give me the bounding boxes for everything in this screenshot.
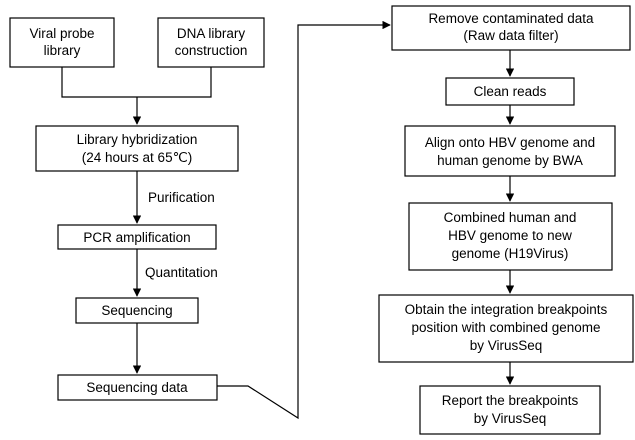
node-combined-line-2: HBV genome to new <box>448 228 572 243</box>
svg-text:Obtain the integration breakpo: Obtain the integration breakpoints positi… <box>405 302 608 353</box>
node-remove-contaminated-data: Remove contaminated data (Raw data filter… <box>391 5 631 51</box>
node-dna-library-line-1: DNA library <box>177 26 246 41</box>
node-obtain-line-3: by VirusSeq <box>470 338 543 353</box>
node-pcr-amplification: PCR amplification <box>57 224 217 250</box>
edge-viral-probe-merge <box>61 67 137 98</box>
node-sequencing-line-1: Sequencing <box>101 303 172 318</box>
svg-text:Remove contaminated data(Raw d: Remove contaminated data (Raw data filter… <box>428 11 594 43</box>
svg-text:PCR amplification: PCR amplification <box>83 230 190 245</box>
node-obtain-line-1: Obtain the integration breakpoints <box>405 302 608 317</box>
edge-label-quantitation: Quantitation <box>145 265 218 280</box>
node-dna-library-construction: DNA library construction <box>157 17 265 68</box>
node-report-breakpoints: Report the breakpoints by VirusSeq <box>419 385 601 435</box>
connectors <box>61 20 515 420</box>
node-align-bwa: Align onto HBV genome and human genome by… <box>404 125 616 177</box>
node-obtain-breakpoints: Obtain the integration breakpoints positi… <box>378 294 634 363</box>
edge-data-to-remove <box>217 20 391 420</box>
edge-dna-library-merge <box>137 67 212 98</box>
node-viral-probe-library: Viral probe library <box>9 17 115 68</box>
svg-text:Sequencing data: Sequencing data <box>86 380 188 395</box>
node-obtain-line-2: position with combined genome <box>411 320 600 335</box>
node-align-line-2: human genome by BWA <box>437 153 583 168</box>
node-report-line-1: Report the breakpoints <box>442 393 579 408</box>
node-remove-line-1: Remove contaminated data <box>428 11 594 26</box>
node-sequencing-data: Sequencing data <box>57 374 218 401</box>
node-pcr-line-1: PCR amplification <box>83 230 190 245</box>
node-combined-line-1: Combined human and <box>444 210 577 225</box>
node-report-line-2: by VirusSeq <box>474 411 547 426</box>
svg-text:Clean reads: Clean reads <box>474 84 547 99</box>
node-align-line-1: Align onto HBV genome and <box>425 135 595 150</box>
node-sequencing-data-line-1: Sequencing data <box>86 380 188 395</box>
node-hybridization-line-2: (24 hours at 65℃) <box>82 150 192 165</box>
node-clean-reads: Clean reads <box>445 77 575 106</box>
node-clean-reads-line-1: Clean reads <box>474 84 547 99</box>
node-dna-library-line-2: construction <box>175 43 248 58</box>
node-combined-line-3: genome (H19Virus) <box>452 246 569 261</box>
edge-label-purification: Purification <box>148 190 215 205</box>
node-viral-probe-line-2: library <box>44 43 81 58</box>
svg-text:Library hybridization(24 hours: Library hybridization (24 hours at 65℃) <box>77 132 198 165</box>
node-library-hybridization: Library hybridization (24 hours at 65℃) <box>35 125 239 172</box>
node-hybridization-line-1: Library hybridization <box>77 132 198 147</box>
node-viral-probe-line-1: Viral probe <box>29 26 94 41</box>
node-sequencing: Sequencing <box>75 297 199 324</box>
svg-text:Sequencing: Sequencing <box>101 303 172 318</box>
node-remove-line-2: (Raw data filter) <box>463 28 558 43</box>
